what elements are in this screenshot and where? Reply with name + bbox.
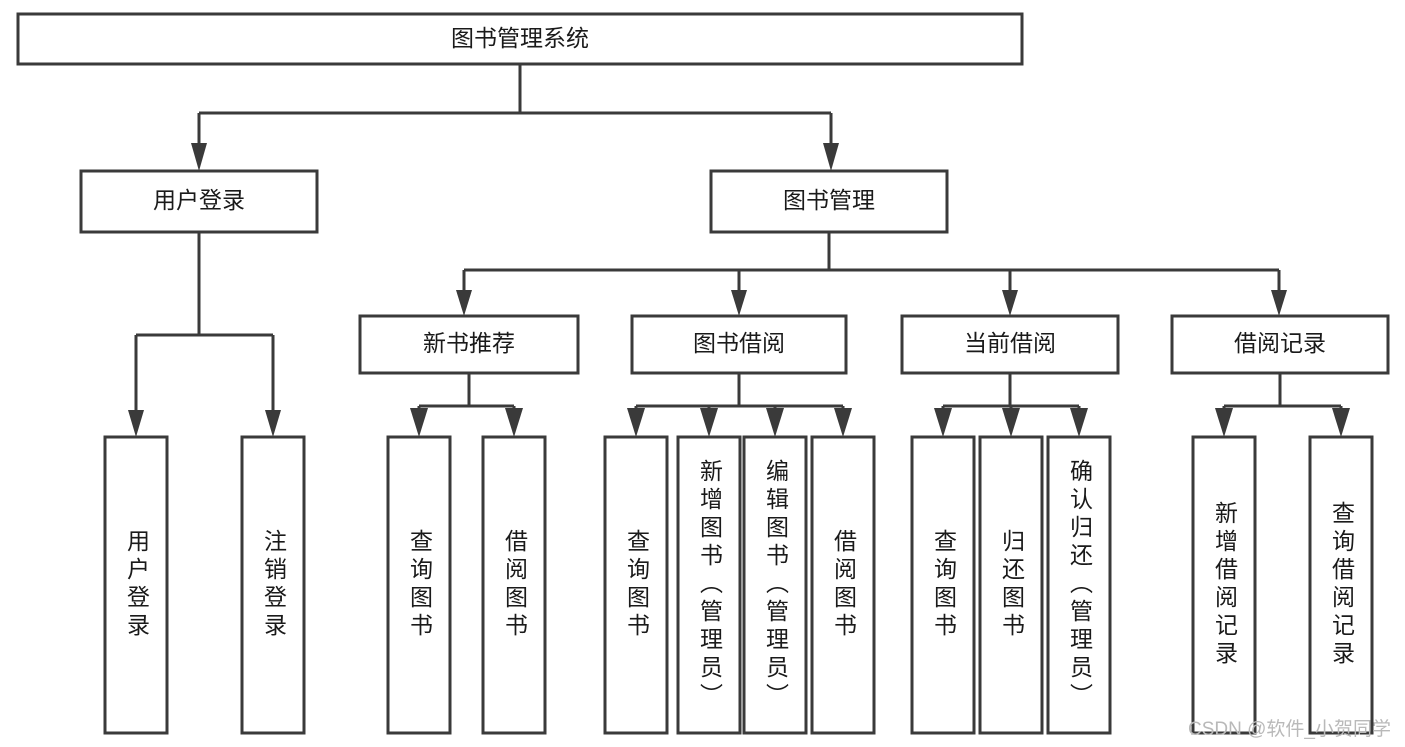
leaf-box-confirm-return[interactable] <box>1046 435 1112 735</box>
leaf-box-borrow-book-2[interactable] <box>810 435 876 735</box>
arrowhead-current-l2 <box>1002 408 1020 437</box>
leaf-box-return-book[interactable] <box>978 435 1044 735</box>
node-borrow-record-box <box>1170 314 1390 375</box>
arrowhead-record-l2 <box>1332 408 1350 437</box>
node-user-login-label: 用户登录 <box>153 187 245 213</box>
arrowhead-root-to-login <box>191 143 207 171</box>
connector-group-user-login <box>128 232 281 437</box>
leaf-box-edit-book[interactable] <box>742 435 808 735</box>
node-current-borrow-label: 当前借阅 <box>964 330 1056 356</box>
arrowhead-current-l3 <box>1070 408 1088 437</box>
connector-group-root <box>191 64 839 171</box>
leaf-box-logout-login[interactable] <box>240 435 306 735</box>
node-current-borrow-box <box>900 314 1120 375</box>
node-book-borrow-box <box>630 314 848 375</box>
node-root-system[interactable]: 图书管理系统 <box>16 12 1024 66</box>
node-book-management[interactable]: 图书管理 <box>709 169 949 234</box>
arrowhead-login-leaf1 <box>128 410 144 437</box>
node-root-label: 图书管理系统 <box>451 25 589 51</box>
leaf-box-group <box>103 435 1374 735</box>
node-book-management-label: 图书管理 <box>783 187 875 213</box>
arrowhead-bookmgmt-c3 <box>1002 290 1018 316</box>
arrowhead-borrow-l4 <box>834 408 852 437</box>
arrowhead-current-l1 <box>934 408 952 437</box>
arrowhead-record-l1 <box>1215 408 1233 437</box>
leaf-box-user-login[interactable] <box>103 435 169 735</box>
node-borrow-record-label: 借阅记录 <box>1234 330 1326 356</box>
leaf-box-query-book-1[interactable] <box>386 435 452 735</box>
node-user-login[interactable]: 用户登录 <box>79 169 319 234</box>
arrowhead-bookmgmt-c1 <box>456 290 472 316</box>
node-new-book-recommend-label: 新书推荐 <box>423 330 515 356</box>
node-user-login-box <box>79 169 319 234</box>
arrowhead-borrow-l2 <box>700 408 718 437</box>
connector-group-borrow-record <box>1215 373 1350 437</box>
arrowhead-borrow-l3 <box>766 408 784 437</box>
leaf-box-add-record[interactable] <box>1191 435 1257 735</box>
node-current-borrow[interactable]: 当前借阅 <box>900 314 1120 375</box>
arrowhead-borrow-l1 <box>627 408 645 437</box>
connector-group-new-book-recommend <box>410 373 523 437</box>
arrowhead-bookmgmt-c2 <box>731 290 747 316</box>
node-new-book-recommend[interactable]: 新书推荐 <box>358 314 580 375</box>
arrowhead-bookmgmt-c4 <box>1271 290 1287 316</box>
node-new-book-recommend-box <box>358 314 580 375</box>
leaf-box-query-record[interactable] <box>1308 435 1374 735</box>
node-book-borrow-label: 图书借阅 <box>693 330 785 356</box>
node-book-borrow[interactable]: 图书借阅 <box>630 314 848 375</box>
leaf-box-borrow-book-1[interactable] <box>481 435 547 735</box>
arrowhead-newbook-l2 <box>505 408 523 437</box>
arrowhead-newbook-l1 <box>410 408 428 437</box>
connector-group-book-borrow <box>627 373 852 437</box>
arrowhead-login-leaf2 <box>265 410 281 437</box>
leaf-box-query-book-3[interactable] <box>910 435 976 735</box>
connector-group-current-borrow <box>934 373 1088 437</box>
node-book-management-box <box>709 169 949 234</box>
arrowhead-root-to-bookmgmt <box>823 143 839 171</box>
node-borrow-record[interactable]: 借阅记录 <box>1170 314 1390 375</box>
connector-group-book-management <box>456 232 1287 316</box>
node-root-box <box>16 12 1024 66</box>
leaf-box-query-book-2[interactable] <box>603 435 669 735</box>
leaf-box-add-book[interactable] <box>676 435 742 735</box>
